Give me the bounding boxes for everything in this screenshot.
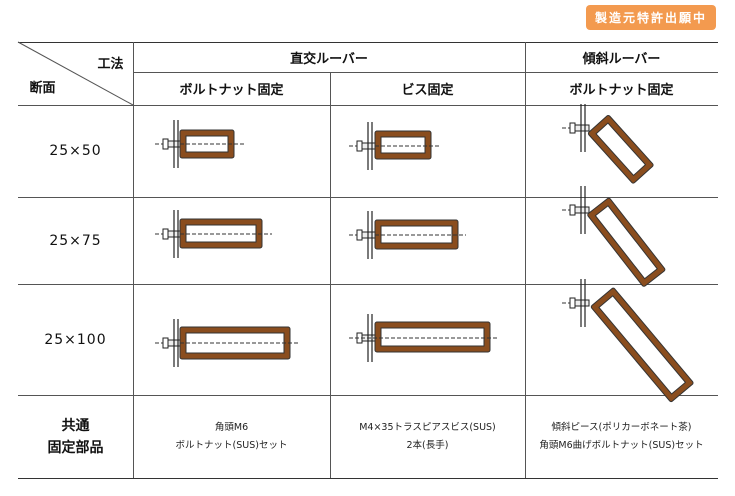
screw-parts-line2: 2本(長手) bbox=[406, 439, 449, 451]
divider bbox=[330, 72, 331, 478]
inclined-parts-line1: 傾斜ピース(ポリカーボネート茶) bbox=[551, 421, 692, 433]
drawing-screw-25x75 bbox=[348, 210, 466, 260]
table-top-border bbox=[18, 42, 718, 43]
common-screw-parts: M4×35トラスピアスビス(SUS) 2本(長手) bbox=[330, 395, 525, 478]
divider bbox=[18, 105, 718, 106]
corner-method-label: 工法 bbox=[97, 56, 124, 72]
header-straight-louver: 直交ルーバー bbox=[290, 51, 368, 67]
patent-pending-badge: 製造元特許出願中 bbox=[586, 5, 716, 30]
header-inclined-bolt-fixing: ボルトナット固定 bbox=[569, 83, 674, 98]
common-label-line1: 共通 bbox=[61, 417, 90, 434]
common-bolt-parts: 角頭M6 ボルトナット(SUS)セット bbox=[133, 395, 330, 478]
drawing-screw-25x100 bbox=[348, 313, 498, 363]
screw-parts-line1: M4×35トラスピアスビス(SUS) bbox=[359, 421, 496, 433]
bolt-parts-line1: 角頭M6 bbox=[214, 421, 249, 433]
drawing-inclined-25x75 bbox=[561, 185, 666, 287]
divider bbox=[18, 395, 718, 396]
divider bbox=[18, 197, 718, 198]
drawing-bolt-25x75 bbox=[154, 209, 272, 259]
header-screw-fixing: ビス固定 bbox=[401, 83, 454, 98]
table-bottom-border bbox=[18, 478, 718, 479]
divider bbox=[133, 42, 134, 478]
common-inclined-parts: 傾斜ピース(ポリカーボネート茶) 角頭M6曲げボルトナット(SUS)セット bbox=[525, 395, 718, 478]
drawing-inclined-25x50 bbox=[561, 103, 654, 184]
divider bbox=[133, 72, 718, 73]
common-parts-label: 共通 固定部品 bbox=[18, 395, 133, 478]
inclined-parts-line2: 角頭M6曲げボルトナット(SUS)セット bbox=[539, 439, 704, 451]
drawing-inclined-25x100 bbox=[561, 278, 694, 403]
drawing-bolt-25x100 bbox=[154, 318, 300, 368]
header-bolt-fixing: ボルトナット固定 bbox=[179, 83, 284, 98]
row-label-25x75: 25×75 bbox=[49, 232, 102, 249]
divider bbox=[525, 42, 526, 478]
drawing-screw-25x50 bbox=[348, 121, 440, 171]
corner-section-label: 断面 bbox=[29, 80, 56, 96]
divider bbox=[18, 284, 718, 285]
drawing-bolt-25x50 bbox=[154, 119, 245, 169]
bolt-parts-line2: ボルトナット(SUS)セット bbox=[175, 439, 288, 451]
row-label-25x100: 25×100 bbox=[44, 331, 107, 348]
row-label-25x50: 25×50 bbox=[49, 143, 102, 159]
header-inclined-louver: 傾斜ルーバー bbox=[582, 51, 661, 67]
common-label-line2: 固定部品 bbox=[47, 439, 104, 456]
